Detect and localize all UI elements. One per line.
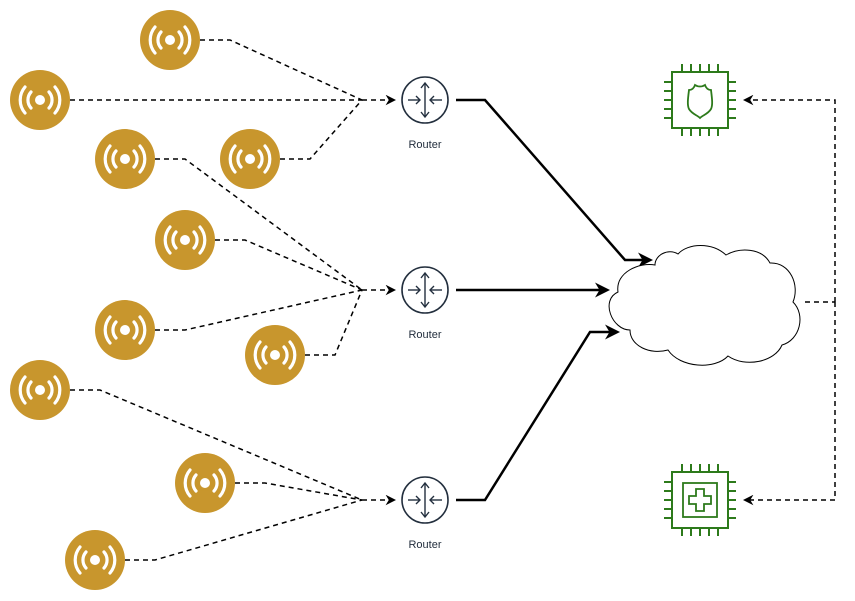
router-icon [401, 476, 449, 524]
router-label: Router [408, 539, 441, 551]
link-router-1-cloud [456, 98, 653, 268]
wireless-sensor-icon[interactable] [175, 453, 235, 513]
router-1[interactable]: Router [401, 76, 449, 151]
link-router-3-cloud [456, 324, 620, 502]
link-sensor-10 [125, 499, 363, 561]
cloud-icon [608, 245, 801, 366]
link-sensor-8 [70, 389, 363, 501]
link-sensor-3 [280, 99, 363, 160]
medical-chip-icon [664, 464, 736, 536]
cloud-chip-links [742, 94, 836, 506]
link-cloud-chip-shield [742, 94, 836, 302]
wireless-sensor-icon[interactable] [10, 360, 70, 420]
sensor-links-router-1 [70, 39, 397, 160]
wireless-sensor-icon[interactable] [95, 300, 155, 360]
router-icon [401, 76, 449, 124]
router-3[interactable]: Router [401, 476, 449, 551]
link-sensor-6 [155, 289, 363, 331]
wireless-sensor-icon[interactable] [245, 325, 305, 385]
sensor-links-router-2 [155, 158, 397, 356]
router-label: Router [408, 139, 441, 151]
shield-chip-icon [664, 64, 736, 136]
sensor-links-router-3 [70, 389, 397, 561]
wireless-sensor-icon[interactable] [65, 530, 125, 590]
chip-shield[interactable] [664, 64, 736, 136]
chip-plus[interactable] [664, 464, 736, 536]
wireless-sensor-icon[interactable] [140, 10, 200, 70]
wireless-sensor-icon[interactable] [10, 70, 70, 130]
router-icon [401, 266, 449, 314]
wireless-sensors [10, 10, 305, 590]
router-label: Router [408, 329, 441, 341]
wireless-sensor-icon[interactable] [155, 210, 215, 270]
router-cloud-links [456, 98, 653, 502]
link-sensor-5 [215, 239, 363, 291]
link-sensor-9 [235, 482, 363, 501]
router-2[interactable]: Router [401, 266, 449, 341]
wireless-sensor-icon[interactable] [95, 129, 155, 189]
link-cloud-chip-plus [742, 302, 836, 506]
wireless-sensor-icon[interactable] [220, 129, 280, 189]
link-sensor-4 [155, 158, 363, 291]
link-sensor-7 [305, 289, 363, 356]
link-sensor-1 [200, 39, 363, 101]
